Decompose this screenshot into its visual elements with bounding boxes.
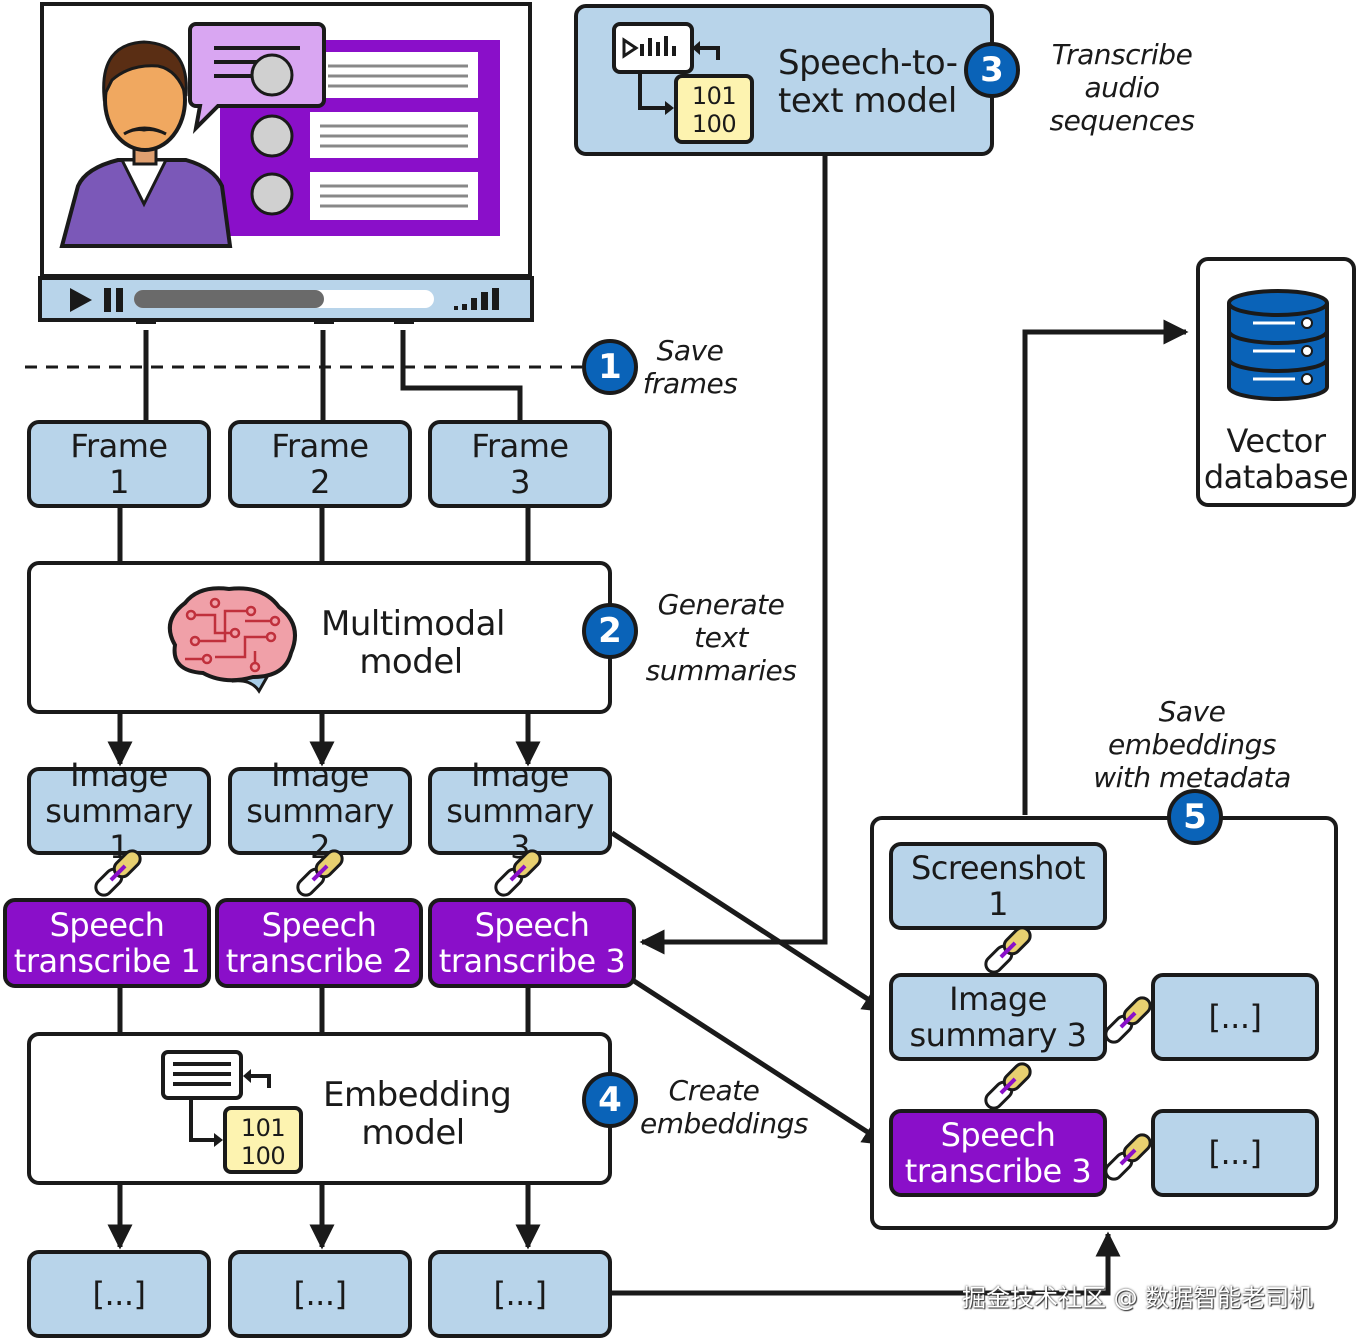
multimodal-model-node: Multimodal model [27,561,612,714]
emb-binary-top: 101 [241,1114,285,1142]
chain-link-icon [1104,1133,1152,1181]
db-screenshot-1-label: Screenshot 1 [910,849,1086,923]
embedding-output-3-label: [...] [493,1275,547,1313]
vector-database-label: Vector database [1203,422,1349,496]
vector-database-node: Vector database [1196,257,1356,507]
speech-transcribe-2-label: Speech transcribe 2 [225,906,413,980]
speech-transcribe-2-node: Speech transcribe 2 [215,898,423,988]
speech-to-text-model-node: 101 100 Speech-to- text model [574,4,994,156]
edge-stt-speech3 [639,155,828,955]
frame-2-node: Frame 2 [228,420,412,508]
stt-binary-bottom: 100 [692,110,736,138]
step-4-note: Create embeddings [640,1074,808,1140]
step-3-note: Transcribe audio sequences [1049,38,1195,137]
speech-transcribe-1-label: Speech transcribe 1 [13,906,201,980]
frame-3-label: Frame 3 [471,427,569,501]
edge-sum3-db [610,830,889,1014]
speech-transcribe-1-node: Speech transcribe 1 [3,898,211,988]
brain-icon [167,586,297,694]
embedding-model-label: Embedding model [323,1075,512,1153]
step-3-badge: 3 [964,42,1020,98]
step-2-badge: 2 [582,603,638,659]
video-player-graphic [38,2,534,340]
db-vector-a-node: [...] [1151,973,1319,1061]
chain-link-icon [984,1062,1032,1110]
db-screenshot-1-node: Screenshot 1 [889,842,1107,930]
db-speech-transcribe-3-label: Speech transcribe 3 [904,1116,1092,1190]
step-1-note: Save frames [642,334,738,400]
embedding-model-node: 101 100 Embedding model [27,1032,612,1185]
embedding-output-3-node: [...] [428,1250,612,1338]
edge-embeddings-db [612,1231,1121,1296]
multimodal-model-label: Multimodal model [321,604,505,682]
document-binary-icon: 101 100 [161,1050,303,1174]
db-vector-b-label: [...] [1208,1134,1262,1172]
db-image-summary-3-label: Image summary 3 [909,980,1087,1054]
step-2-note: Generate text summaries [645,588,797,687]
database-icon [1227,289,1329,401]
embedding-output-2-label: [...] [293,1275,347,1313]
video-player-icon [38,0,534,340]
stt-binary-top: 101 [692,82,736,110]
speech-transcribe-3-node: Speech transcribe 3 [428,898,636,988]
frame-1-node: Frame 1 [27,420,211,508]
db-speech-transcribe-3-node: Speech transcribe 3 [889,1109,1107,1197]
db-image-summary-3-node: Image summary 3 [889,973,1107,1061]
chain-link-icon [984,926,1032,974]
edge-store-vectordb [1022,319,1189,815]
image-summary-3-node: Image summary 3 [428,757,612,865]
step-5-badge: 5 [1167,789,1223,845]
speech-transcribe-3-label: Speech transcribe 3 [438,906,626,980]
chain-link-icon [296,849,344,897]
speech-to-text-label: Speech-to- text model [778,43,958,121]
db-vector-a-label: [...] [1208,998,1262,1036]
db-vector-b-node: [...] [1151,1109,1319,1197]
step-5-note: Save embeddings with metadata [1093,695,1291,794]
embedding-output-1-node: [...] [27,1250,211,1338]
chain-link-icon [494,849,542,897]
frame-2-label: Frame 2 [271,427,369,501]
emb-binary-bottom: 100 [241,1142,285,1170]
chain-link-icon [1104,996,1152,1044]
image-summary-3-label: Image summary 3 [446,756,594,866]
chain-link-icon [94,849,142,897]
edge-speech3-db [632,978,889,1147]
step-4-badge: 4 [582,1072,638,1128]
step-1-badge: 1 [582,339,638,395]
image-summary-2-node: Image summary 2 [228,757,412,865]
watermark: 掘金技术社区 @ 数据智能老司机 [962,1284,1314,1312]
audio-binary-icon: 101 100 [612,22,754,144]
frame-1-label: Frame 1 [70,427,168,501]
embedding-output-1-label: [...] [92,1275,146,1313]
frame-3-node: Frame 3 [428,420,612,508]
embedding-output-2-node: [...] [228,1250,412,1338]
edge-video-frame3 [400,330,523,422]
